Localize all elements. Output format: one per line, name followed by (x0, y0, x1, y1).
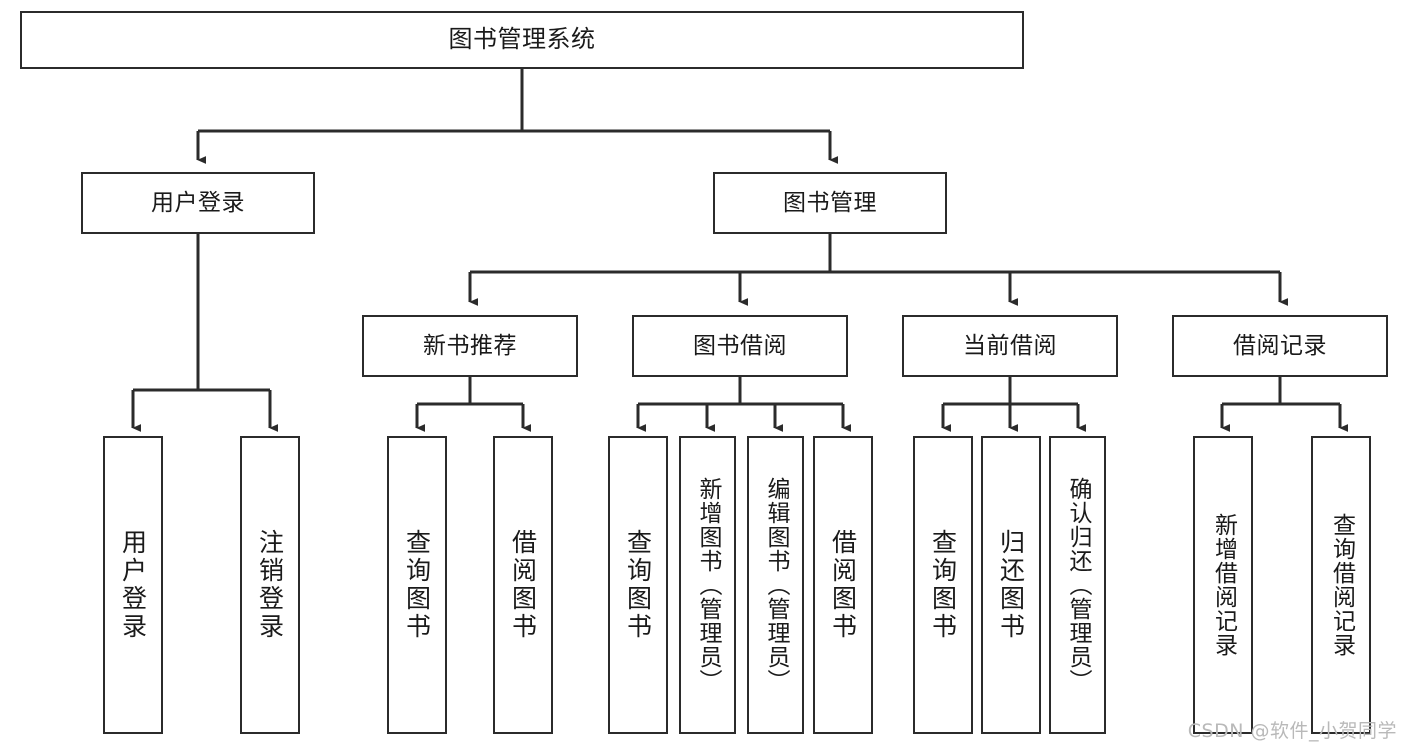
node-book-manage[interactable]: 图书管理 (713, 172, 947, 234)
node-label: 用户登录 (151, 189, 245, 216)
node-label: 查询图书 (928, 529, 958, 641)
node-leaf-query-record[interactable]: 查询借阅记录 (1311, 436, 1371, 734)
node-label: 归还图书 (996, 529, 1026, 641)
node-label: 注销登录 (255, 529, 285, 641)
node-new-book-recommend[interactable]: 新书推荐 (362, 315, 578, 377)
node-borrow-record[interactable]: 借阅记录 (1172, 315, 1388, 377)
node-leaf-borrow-book-1[interactable]: 借阅图书 (493, 436, 553, 734)
node-leaf-confirm-return[interactable]: 确认归还（管理员） (1049, 436, 1106, 734)
node-label: 新书推荐 (423, 332, 517, 359)
node-label: 图书管理 (783, 189, 877, 216)
node-label: 新增图书（管理员） (695, 477, 721, 693)
node-leaf-query-book-3[interactable]: 查询图书 (913, 436, 973, 734)
node-leaf-edit-book[interactable]: 编辑图书（管理员） (747, 436, 804, 734)
node-label: 编辑图书（管理员） (763, 477, 789, 693)
node-label: 当前借阅 (963, 332, 1057, 359)
node-user-login[interactable]: 用户登录 (81, 172, 315, 234)
node-label: 借阅图书 (508, 529, 538, 641)
node-leaf-query-book-2[interactable]: 查询图书 (608, 436, 668, 734)
node-label: 查询图书 (402, 529, 432, 641)
node-label: 查询图书 (623, 529, 653, 641)
node-leaf-user-login[interactable]: 用户登录 (103, 436, 163, 734)
csdn-watermark: CSDN @软件_小贺同学 (1187, 720, 1397, 742)
node-leaf-add-record[interactable]: 新增借阅记录 (1193, 436, 1253, 734)
node-label: 借阅记录 (1233, 332, 1327, 359)
node-label: 新增借阅记录 (1210, 513, 1237, 657)
node-label: 确认归还（管理员） (1065, 477, 1091, 693)
node-leaf-borrow-book-2[interactable]: 借阅图书 (813, 436, 873, 734)
node-current-borrow[interactable]: 当前借阅 (902, 315, 1118, 377)
node-label: 图书管理系统 (448, 25, 596, 54)
node-label: 图书借阅 (693, 332, 787, 359)
node-leaf-query-book-1[interactable]: 查询图书 (387, 436, 447, 734)
node-book-borrow[interactable]: 图书借阅 (632, 315, 848, 377)
node-leaf-return-book[interactable]: 归还图书 (981, 436, 1041, 734)
node-label: 借阅图书 (828, 529, 858, 641)
node-leaf-logout-login[interactable]: 注销登录 (240, 436, 300, 734)
node-leaf-add-book[interactable]: 新增图书（管理员） (679, 436, 736, 734)
node-root-system[interactable]: 图书管理系统 (20, 11, 1024, 69)
node-label: 查询借阅记录 (1328, 513, 1355, 657)
node-label: 用户登录 (118, 529, 148, 641)
